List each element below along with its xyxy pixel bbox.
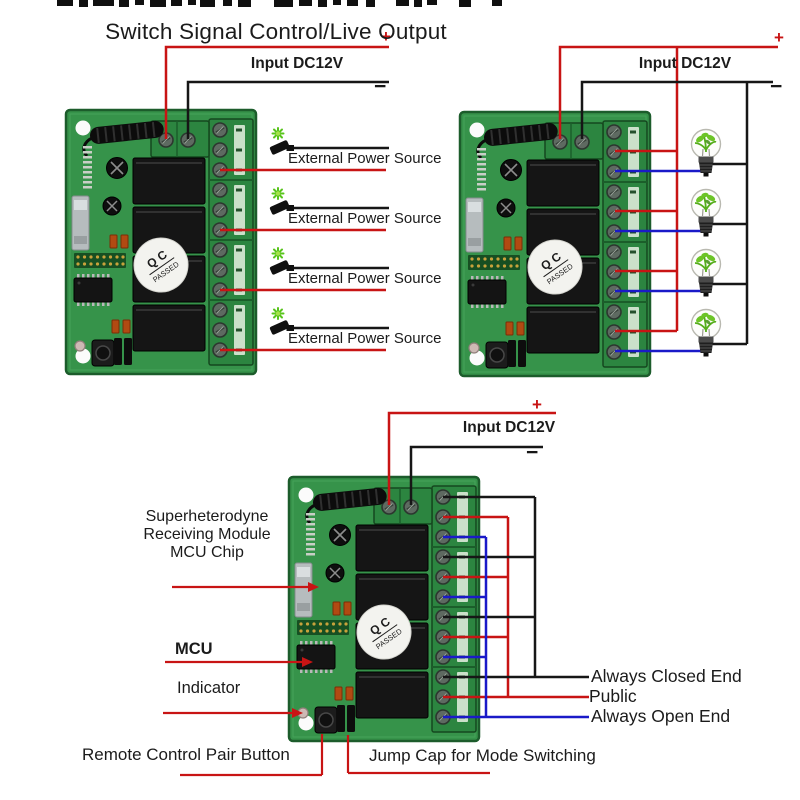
receiver-label-line1: Superheterodyne: [145, 508, 269, 525]
board-b-open-end-wires: [615, 169, 706, 353]
board-c-minus-sign: −: [526, 441, 538, 464]
mcu-label: MCU: [175, 640, 213, 658]
receiver-label-line3: MCU Chip: [170, 544, 244, 561]
jump-cap-pointer-line: [346, 735, 490, 775]
board-c-open-end-wires: [443, 535, 589, 719]
board-c-plus-sign: +: [532, 395, 542, 414]
board-c-input-label: Input DC12V: [462, 419, 556, 436]
board-a-input-label: Input DC12V: [250, 55, 344, 72]
board-b-input-label: Input DC12V: [638, 55, 732, 72]
board-b-negative-wires: [580, 80, 773, 346]
pair-button-pointer-line: [180, 734, 324, 777]
public-label: Public: [589, 686, 637, 706]
board-c-annotation-arrows: [163, 585, 490, 777]
bulb-icon-3: [690, 248, 722, 298]
always-closed-end-label: Always Closed End: [591, 666, 742, 686]
board-c-negative-wires: [409, 445, 589, 679]
bulb-icon-4: [690, 308, 722, 358]
external-power-label-3: External Power Source: [288, 270, 442, 287]
board-c-positive-wires: [387, 411, 589, 699]
relay-board-a: [66, 110, 256, 374]
board-b-positive-wires: [558, 45, 778, 333]
board-c-wires: + −: [163, 395, 589, 777]
board-b-minus-sign: −: [770, 75, 782, 98]
board-a-plus-sign: +: [381, 27, 391, 46]
board-b-plus-sign: +: [774, 28, 784, 47]
external-power-label-4: External Power Source: [288, 330, 442, 347]
bulb-icon-1: [690, 128, 722, 178]
board-a-negative-wires: [186, 80, 389, 330]
external-power-label-2: External Power Source: [288, 210, 442, 227]
indicator-arrowhead: [292, 708, 303, 718]
board-b-wires: + −: [558, 28, 784, 358]
indicator-label: Indicator: [177, 679, 241, 697]
diagram-title: Switch Signal Control/Live Output: [105, 19, 447, 44]
pair-button-label: Remote Control Pair Button: [82, 745, 290, 764]
always-open-end-label: Always Open End: [591, 706, 731, 726]
board-a-minus-sign: −: [374, 75, 386, 98]
receiver-label-line2: Receiving Module: [143, 526, 271, 543]
jump-cap-label: Jump Cap for Mode Switching: [369, 746, 596, 765]
board-a-positive-wires: [164, 45, 389, 352]
receiver-arrowhead: [308, 582, 319, 592]
bulb-icon-2: [690, 188, 722, 238]
annotation-arrowheads: [292, 582, 319, 718]
board-a-wires: + −: [164, 27, 391, 352]
mcu-arrowhead: [302, 657, 313, 667]
receiver-module-label: Superheterodyne Receiving Module MCU Chi…: [118, 508, 296, 562]
external-power-label-1: External Power Source: [288, 150, 442, 167]
